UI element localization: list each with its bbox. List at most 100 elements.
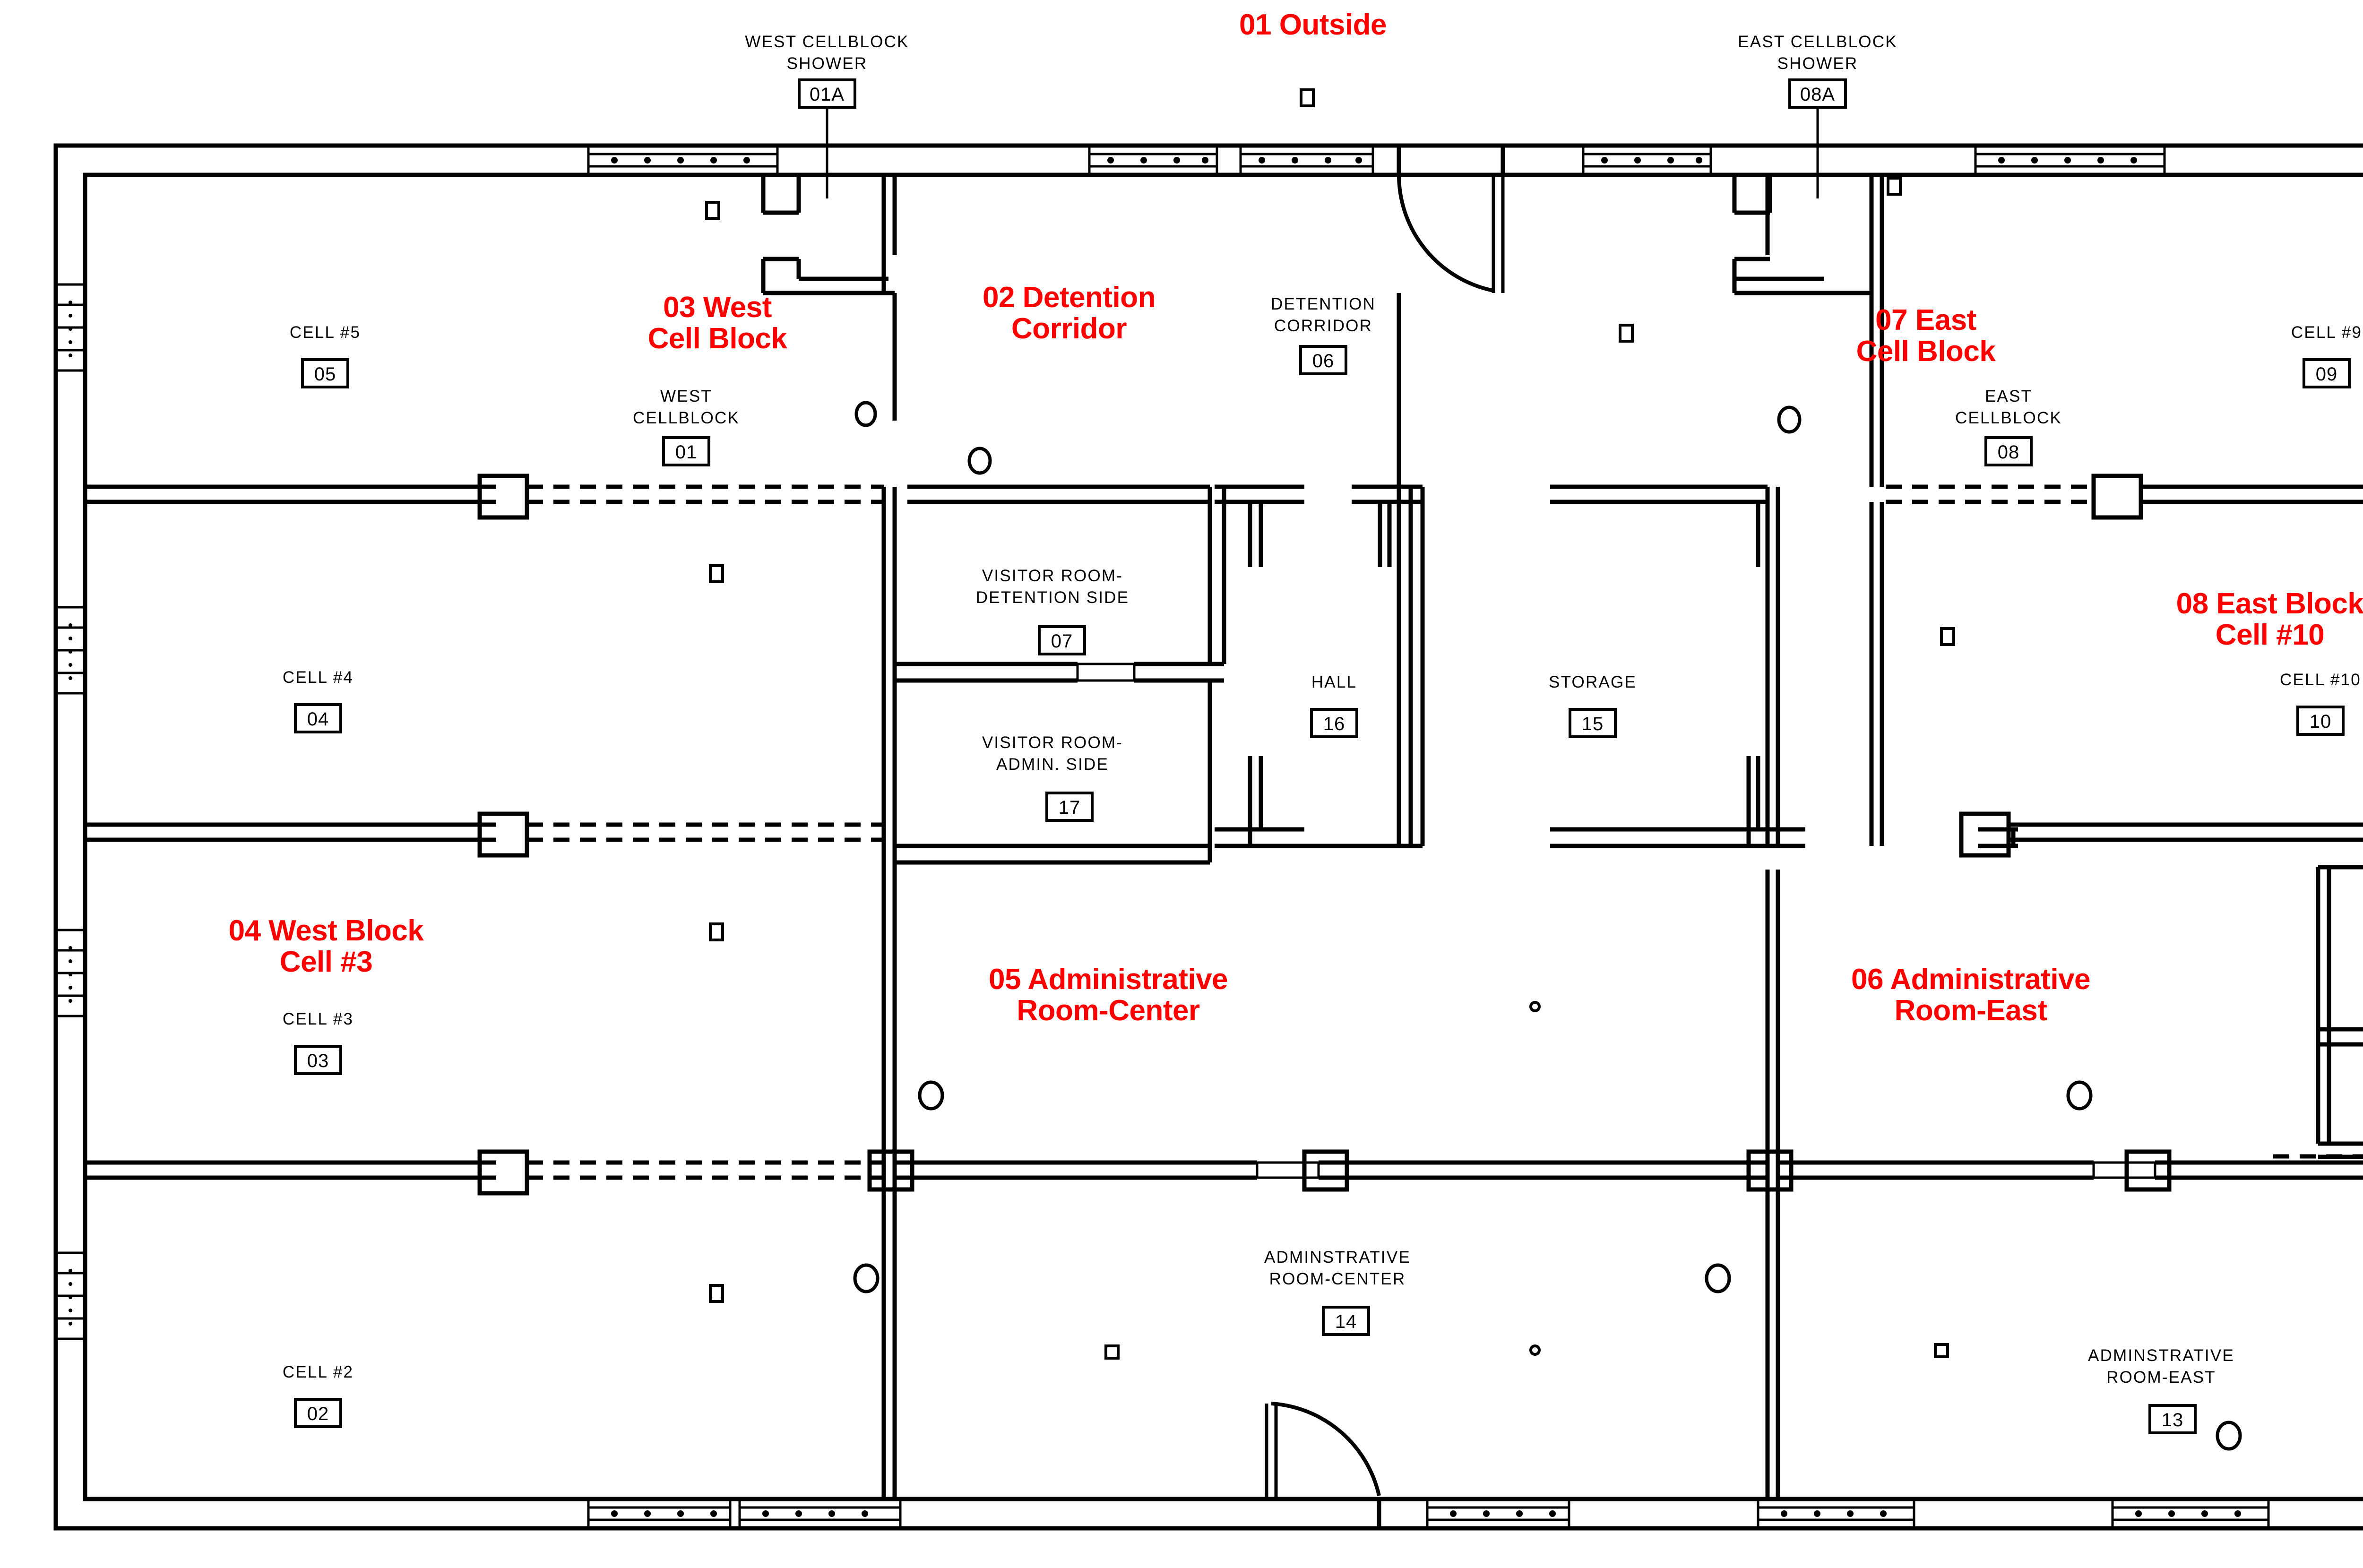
sliding-door-w1 (477, 474, 884, 520)
room-tag-box (1984, 436, 2033, 466)
room-label-cell-10: CELL #10 10 (2280, 671, 2361, 736)
ceiling-fixture (918, 1080, 944, 1111)
room-name-text: CELL #9 (2291, 323, 2362, 342)
visitor-room-walls (895, 484, 1226, 865)
room-tag-box (1322, 1306, 1370, 1336)
room-tag-box (1038, 625, 1086, 655)
outlet-symbol (709, 922, 724, 941)
exterior-windows (54, 144, 2270, 1530)
room-tag-text: 06 (1312, 351, 1335, 371)
room-name-text: STORAGE (1549, 673, 1637, 691)
room-name-text: CELL #3 (283, 1010, 354, 1028)
ceiling-fixture (967, 447, 992, 475)
room-tag-box (1299, 345, 1347, 375)
small-fixture (1529, 1344, 1541, 1356)
window-left-1 (54, 283, 86, 372)
window-bottom-3 (1426, 1498, 1570, 1530)
window-top-3 (1239, 144, 1374, 176)
room-name-text: CELL #5 (290, 323, 361, 342)
cell-sliding-doors (477, 474, 2363, 1196)
ceiling-fixture (2066, 1080, 2093, 1111)
exterior-walls (53, 143, 2363, 1531)
outlet-symbol (1104, 1344, 1120, 1360)
room-tag-text: 04 (307, 709, 329, 730)
room-tag-text: 16 (1323, 714, 1345, 734)
room-name-text: CELL #10 (2280, 671, 2361, 689)
room-label-visitor-room-detention-side: VISITOR ROOM-DETENTION SIDE 07 (976, 567, 1129, 655)
room-name-text: CELL #4 (283, 668, 354, 687)
ceiling-fixture (1777, 405, 1802, 434)
east-block-walls (1869, 293, 1884, 846)
admin-door-jambs (867, 1149, 2172, 1192)
window-left-3 (54, 929, 86, 1017)
room-label-hall: HALL 16 (1310, 673, 1358, 738)
main-entry-door-top (1397, 146, 1505, 293)
room-tag-text: 13 (2162, 1410, 2184, 1430)
outlet-symbol (709, 1284, 724, 1303)
room-label-cell-9: CELL #9 09 (2291, 323, 2362, 388)
room-tag-box (294, 1045, 342, 1075)
room-name-text: HALL (1311, 673, 1357, 691)
room-tag-box (662, 436, 710, 466)
room-tag-text: 09 (2316, 364, 2338, 385)
window-left-4 (54, 1251, 86, 1340)
room-tag-text: 08A (1800, 84, 1835, 105)
window-bottom-4 (1757, 1498, 1915, 1530)
room-tag-box (1310, 708, 1358, 738)
room-name-text: VISITOR ROOM-ADMIN. SIDE (982, 733, 1123, 774)
ceiling-fixture (853, 1263, 880, 1293)
room-label-visitor-room-admin-side: VISITOR ROOM-ADMIN. SIDE 17 (982, 733, 1123, 822)
room-label-cell-2: CELL #202 (283, 1363, 353, 1428)
room-label-storage: STORAGE 15 (1549, 673, 1637, 738)
room-tag-box (294, 1398, 342, 1428)
room-tag-text: 10 (2310, 711, 2332, 732)
room-name-text: VISITOR ROOM-DETENTION SIDE (976, 567, 1129, 607)
window-bottom-2 (738, 1498, 902, 1530)
hall-storage-partitions (1215, 484, 2018, 848)
room-tag-box (2303, 358, 2351, 388)
room-tag-box (301, 358, 349, 388)
room-tag-text: 01A (810, 84, 845, 105)
interior-structural-walls (85, 175, 2363, 1499)
room-tag-text: 17 (1059, 797, 1081, 818)
room-tag-text: 01 (675, 442, 698, 463)
sliding-door-e2 (1959, 811, 2011, 858)
room-tag-box (1045, 792, 1094, 822)
room-tag-text: 03 (307, 1051, 329, 1071)
room-tag-text: 15 (1582, 714, 1604, 734)
room-tag-box (2296, 706, 2345, 736)
room-tag-text: 07 (1051, 631, 1073, 652)
sliding-door-w3 (477, 1149, 884, 1196)
room-tag-box (1569, 708, 1617, 738)
west-cellblock-shower-right-wall (881, 175, 897, 397)
outlet-symbol (705, 201, 720, 220)
window-top-5 (1974, 144, 2166, 176)
outlet-symbol (1940, 627, 1955, 646)
sliding-door-w2 (477, 811, 884, 858)
window-top-4 (1582, 144, 1712, 176)
window-bottom-5 (2111, 1498, 2270, 1530)
room-tag-box (1788, 78, 1847, 109)
main-entry-door-bottom (1265, 1402, 1381, 1528)
room-tag-text: 02 (307, 1404, 329, 1424)
outlet-symbol (1619, 324, 1634, 343)
outlet-symbol (1887, 177, 1902, 196)
room-label-cell-4: CELL #4 04 (283, 668, 354, 733)
room-label-cell-5: CELL #5 05 (290, 323, 361, 388)
room-tag-text: 05 (314, 364, 336, 385)
window-left-2 (54, 606, 86, 695)
